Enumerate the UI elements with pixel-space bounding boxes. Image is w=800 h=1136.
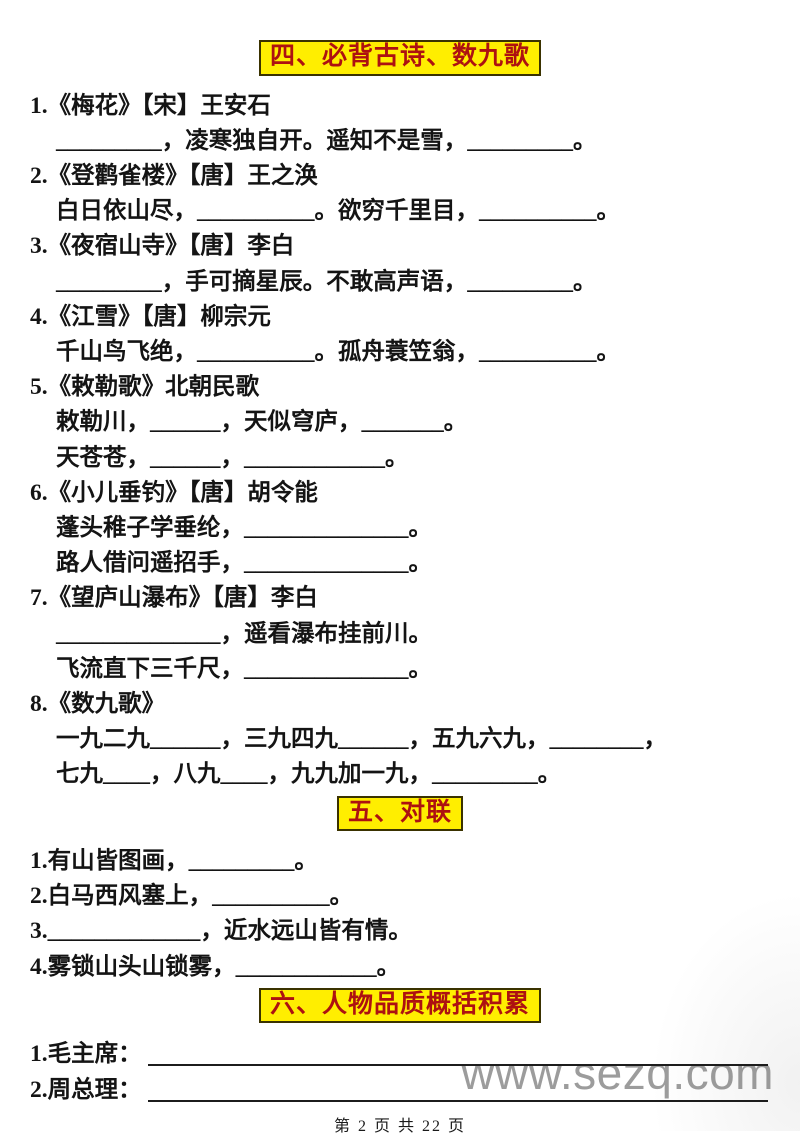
fill-in-row: 2.周总理：	[30, 1072, 770, 1108]
text-line: 1.《梅花》【宋】王安石	[30, 92, 271, 119]
text-line: 1.有山皆图画，_________。	[30, 848, 318, 875]
text-line: 白日依山尽，__________。欲穷千里目，__________。	[56, 198, 620, 225]
section-title-2: 五、对联	[336, 795, 463, 832]
section-title-wrap: 四、必背古诗、数九歌	[30, 40, 770, 76]
text-line: 路人借问遥招手，______________。	[56, 550, 432, 577]
text-line: 2.白马西风塞上，__________。	[30, 883, 354, 910]
text-line: 天苍苍，______，____________。	[56, 444, 409, 471]
answer-rule-line	[147, 1040, 768, 1067]
section-title-wrap: 五、对联	[30, 795, 770, 832]
watermark: www.sezq.com	[461, 1047, 774, 1099]
section-title-wrap: 六、人物品质概括积累	[30, 987, 770, 1024]
text-line: 千山鸟飞绝，__________。孤舟蓑笠翁，__________。	[56, 338, 620, 365]
answer-rule-line	[147, 1076, 768, 1103]
text-line: _________，凌寒独自开。遥知不是雪，_________。	[56, 127, 597, 154]
page-number-footer: 第 2 页 共 22 页	[333, 1118, 466, 1136]
text-line: 七九____，八九____，九九加一九，_________。	[56, 761, 562, 788]
text-line: 8.《数九歌》	[30, 690, 166, 717]
text-line: 4.雾锁山头山锁雾，____________。	[30, 953, 401, 980]
text-line: 7.《望庐山瀑布》【唐】李白	[30, 585, 318, 612]
text-line: 一九二九______，三九四九______，五九六九，________，	[56, 726, 667, 753]
text-line: 飞流直下三千尺，______________。	[56, 655, 432, 682]
section-title-1: 四、必背古诗、数九歌	[258, 40, 541, 76]
text-line: 3.《夜宿山寺》【唐】李白	[30, 233, 295, 260]
text-line: 5.《敕勒歌》北朝民歌	[30, 374, 260, 401]
section-title-3: 六、人物品质概括积累	[258, 987, 541, 1024]
text-line: _________，手可摘星辰。不敢高声语，_________。	[56, 268, 597, 295]
text-line: 蓬头稚子学垂纶，______________。	[56, 514, 432, 541]
text-line: 2.《登鹳雀楼》【唐】王之涣	[30, 162, 318, 189]
text-line: 敕勒川，______，天似穹庐，_______。	[56, 409, 468, 436]
text-line: 3._____________，近水远山皆有情。	[30, 918, 412, 945]
fill-in-label: 1.毛主席：	[30, 1041, 142, 1068]
fill-in-label: 2.周总理：	[30, 1077, 142, 1104]
text-line: 6.《小儿垂钓》【唐】胡令能	[30, 479, 318, 506]
text-line: ______________，遥看瀑布挂前川。	[56, 620, 432, 647]
fill-in-row: 1.毛主席：	[30, 1036, 770, 1072]
text-line: 4.《江雪》【唐】柳宗元	[30, 303, 271, 330]
